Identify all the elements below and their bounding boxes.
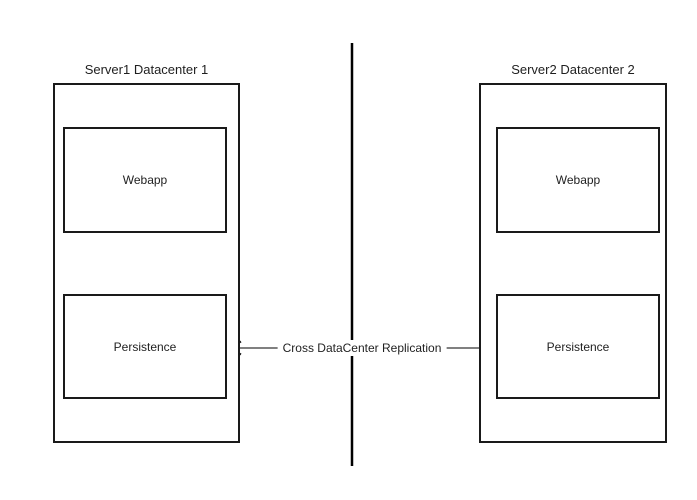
server1-persistence-label: Persistence bbox=[113, 339, 177, 354]
server2-title: Server2 Datacenter 2 bbox=[511, 62, 635, 77]
server1-webapp-label: Webapp bbox=[122, 173, 168, 187]
server1-webapp-node[interactable]: Webapp bbox=[63, 127, 227, 233]
server1-persistence-node[interactable]: Persistence bbox=[63, 294, 227, 399]
server2-webapp-node[interactable]: Webapp bbox=[496, 127, 660, 233]
server2-persistence-node[interactable]: Persistence bbox=[496, 294, 660, 399]
server1-title: Server1 Datacenter 1 bbox=[84, 62, 209, 77]
server2-persistence-label: Persistence bbox=[546, 339, 610, 354]
replication-edge-label: Cross DataCenter Replication bbox=[277, 340, 447, 356]
server2-webapp-label: Webapp bbox=[555, 173, 601, 187]
